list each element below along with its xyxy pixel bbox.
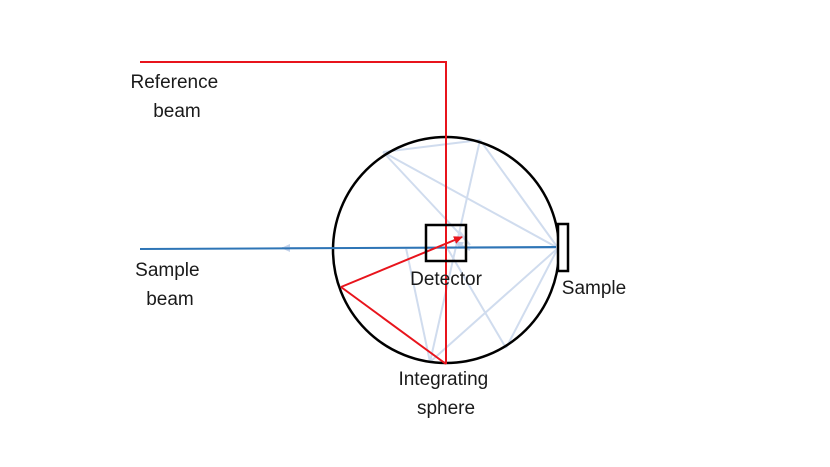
- reference-beam-arrow: [340, 236, 463, 288]
- scatter-ray: [479, 139, 559, 249]
- scatter-ray: [429, 139, 481, 363]
- reference-beam-label: Reference beam: [131, 72, 224, 122]
- integrating-sphere-label-line1: Integrating: [398, 369, 488, 390]
- reference-beam-reflection: [340, 286, 447, 365]
- sample-holder: [556, 222, 570, 273]
- sample-label: Sample: [562, 278, 626, 299]
- detector: [424, 223, 468, 263]
- scatter-ray: [429, 247, 559, 363]
- detector-label: Detector: [410, 269, 482, 290]
- scatter-ray: [382, 139, 481, 153]
- reference-beam-label-line2: beam: [153, 101, 201, 122]
- scattered-light-rays: [284, 139, 559, 363]
- scatter-ray: [382, 151, 559, 249]
- reference-beam-label-line1: Reference: [131, 72, 219, 93]
- sample-beam-label-line1: Sample: [135, 260, 199, 281]
- integrating-sphere-label: Integrating sphere: [398, 369, 493, 419]
- scatter-ray: [505, 247, 559, 349]
- reference-beam: [140, 61, 447, 364]
- integrating-sphere-label-line2: sphere: [417, 398, 475, 419]
- sample-beam-label-line2: beam: [146, 289, 194, 310]
- sample-beam-label: Sample beam: [135, 260, 205, 310]
- scatter-ray: [382, 151, 471, 246]
- sample-beam: [139, 246, 557, 250]
- scatter-ray: [405, 247, 431, 363]
- scatter-ray: [445, 245, 507, 349]
